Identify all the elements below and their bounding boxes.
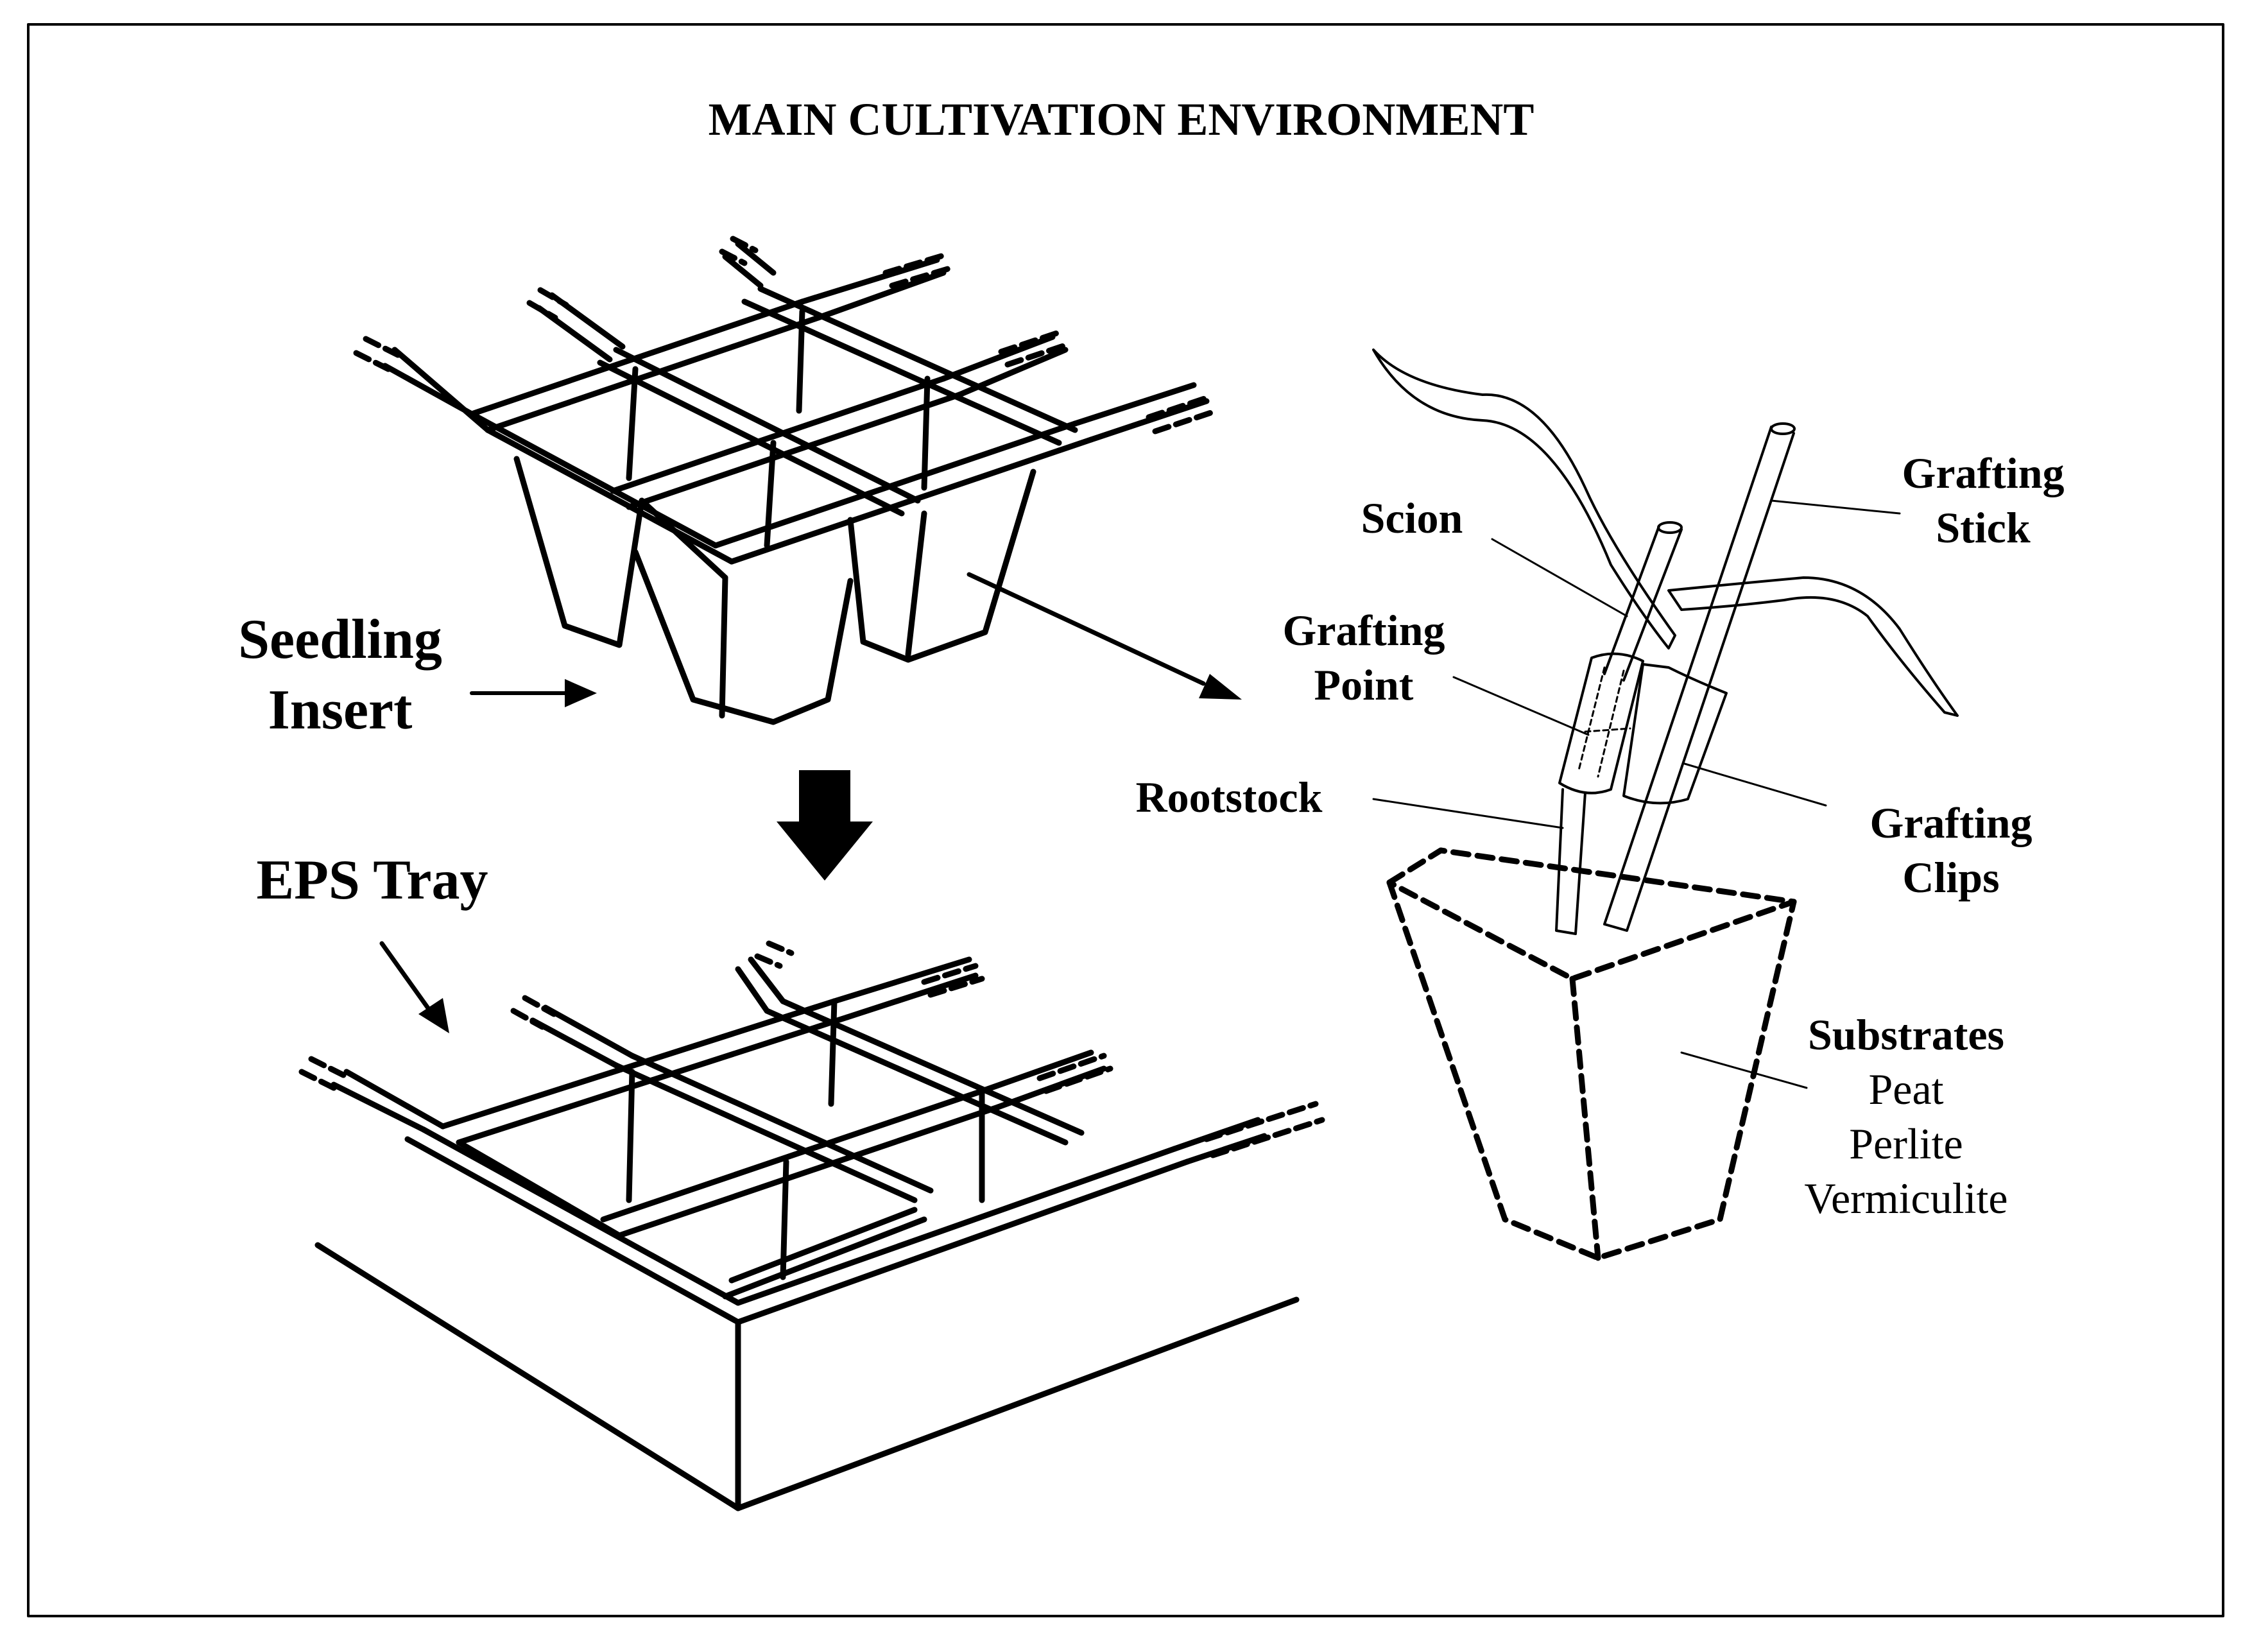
leaf-left — [1372, 348, 1676, 650]
eps-tray-block — [314, 1242, 1300, 1511]
outer-frame — [27, 23, 2224, 1617]
substrates-leader — [1680, 1051, 1808, 1089]
grafting-clips-label-line2: Clips — [1902, 853, 1999, 902]
grafting-point-label-line2: Point — [1314, 660, 1414, 709]
substrate-item-perlite: Perlite — [1849, 1119, 1963, 1168]
grafting-stick-label-line2: Stick — [1936, 503, 2031, 552]
grafted-seedling-illustration — [1372, 348, 1959, 935]
right-arrow-icon — [470, 679, 597, 707]
substrate-item-vermiculite: Vermiculite — [1804, 1174, 2007, 1223]
eps-arrow-icon — [379, 941, 449, 1033]
grafting-stick-leader — [1770, 499, 1901, 515]
eps-tray-label: EPS Tray — [256, 849, 488, 911]
seedling-insert-illustration — [353, 236, 1216, 725]
grafting-point-leader — [1452, 676, 1590, 736]
scion-stem — [1603, 525, 1683, 682]
substrate-pot — [1386, 847, 1797, 1261]
grafting-stick-label-line1: Grafting — [1902, 449, 2064, 497]
substrate-item-peat: Peat — [1868, 1065, 1943, 1114]
seedling-insert-label-line1: Seedling — [238, 608, 442, 671]
scion-label: Scion — [1361, 494, 1463, 542]
seedling-insert-label-line2: Insert — [268, 679, 413, 741]
rootstock-label: Rootstock — [1136, 773, 1323, 822]
grafting-clip — [1558, 652, 1644, 795]
grafting-stick — [1603, 426, 1795, 932]
diagonal-arrow-icon — [967, 572, 1242, 700]
insert-pot-front — [632, 549, 854, 725]
eps-tray-illustration — [298, 940, 1325, 1511]
substrates-label: Substrates — [1808, 1010, 2004, 1059]
insert-pot-back-right — [847, 469, 1036, 663]
rootstock-leader — [1372, 798, 1564, 829]
grafting-clips-label-line1: Grafting — [1870, 798, 2032, 847]
diagram-title: MAIN CULTIVATION ENVIRONMENT — [709, 94, 1534, 145]
down-arrow-icon — [777, 770, 873, 881]
leaf-right — [1667, 576, 1959, 717]
insert-pot-back-left — [513, 456, 645, 648]
grafting-point-label-line1: Grafting — [1282, 606, 1445, 655]
rootstock-stem — [1555, 788, 1586, 935]
scion-leader — [1491, 538, 1628, 617]
grafting-clips-leader — [1683, 762, 1827, 807]
